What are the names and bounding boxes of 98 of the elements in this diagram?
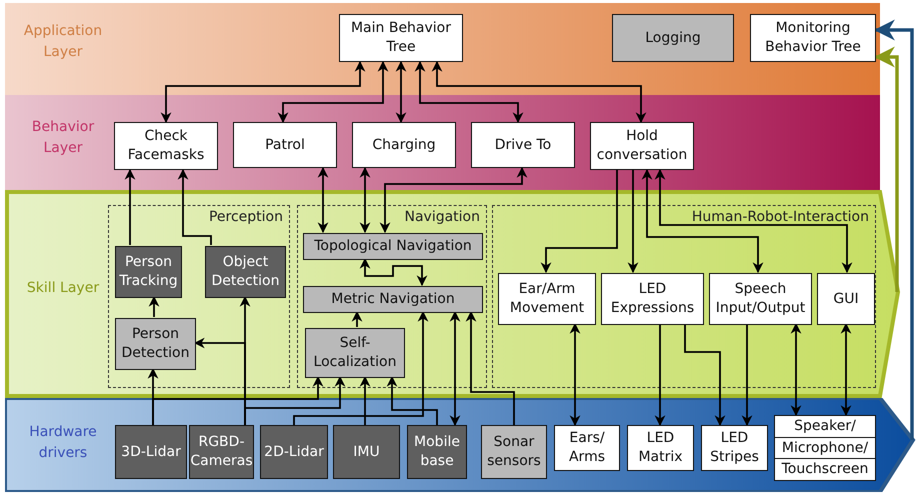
node-label: Person Tracking	[118, 253, 179, 291]
process-box	[774, 415, 876, 481]
process-box	[471, 122, 575, 168]
node-label: Speaker/	[793, 416, 857, 436]
arrow	[360, 166, 370, 234]
dashed-frame	[492, 205, 876, 388]
node-label: Object Detection	[210, 253, 280, 291]
node-label: Monitoring Behavior Tree	[764, 19, 862, 57]
arrow	[540, 170, 618, 274]
layer-label: Hardware drivers	[28, 423, 98, 463]
arrow	[178, 168, 212, 245]
arrow	[466, 310, 515, 425]
process-box	[115, 246, 182, 298]
node-label: Self-Localization	[312, 334, 398, 372]
node-label: Mobile base	[413, 433, 461, 471]
arrow	[160, 60, 366, 124]
node-label: Charging	[372, 136, 436, 154]
node-label: Sonar sensors	[486, 433, 542, 471]
arrow	[352, 310, 362, 327]
node-label: IMU	[353, 442, 380, 462]
process-box	[407, 425, 467, 479]
dashed-frame	[297, 205, 487, 388]
process-box	[701, 425, 768, 471]
node-label: LED Stripes	[709, 429, 760, 467]
node-label: Main Behavior Tree	[350, 19, 452, 57]
process-box	[339, 14, 463, 62]
node-label: Ear/Arm Movement	[508, 280, 586, 318]
process-box	[750, 14, 876, 62]
arrow	[318, 166, 328, 234]
node-label: GUI	[833, 290, 859, 308]
layer-label: Skill Layer	[26, 279, 100, 298]
node-label: Person Detection	[120, 325, 190, 363]
arrow	[684, 324, 726, 426]
arrow	[414, 60, 524, 124]
process-box	[333, 425, 400, 479]
arrow	[124, 168, 136, 245]
process-box	[627, 425, 694, 471]
process-box	[612, 14, 734, 62]
node-label: Check Facemasks	[126, 127, 206, 165]
process-box	[115, 318, 196, 370]
process-box	[352, 122, 456, 168]
arrow	[432, 60, 646, 124]
arrow	[654, 324, 666, 426]
process-box	[481, 425, 547, 479]
process-box	[303, 286, 483, 313]
node-label: 2D-Lidar	[264, 442, 324, 462]
group-title: Human-Robot-Interaction	[692, 209, 869, 225]
node-label: Hold conversation	[596, 127, 688, 165]
node-label: Speech Input/Output	[714, 280, 806, 318]
node-label: Topological Navigation	[314, 237, 472, 256]
node-label: Ears/ Arms	[568, 429, 606, 467]
node-label: Drive To	[494, 136, 552, 154]
arrow	[396, 60, 406, 124]
process-box	[233, 122, 337, 168]
arrow	[148, 296, 160, 317]
process-box	[709, 273, 812, 325]
node-label: Metric Navigation	[331, 290, 455, 309]
arrow	[380, 166, 528, 234]
process-box	[498, 273, 596, 325]
arrow	[654, 168, 852, 274]
arrow	[628, 170, 638, 274]
process-box	[817, 273, 875, 325]
process-box	[260, 425, 328, 479]
node-label: Patrol	[265, 136, 305, 154]
layer-label: Application Layer	[22, 22, 104, 62]
node-label: Touchscreen	[775, 458, 875, 480]
group-title: Perception	[208, 209, 283, 225]
group-title: Navigation	[404, 209, 480, 225]
layer-label: Behavior Layer	[30, 118, 96, 158]
node-label: RGBD-Cameras	[190, 433, 253, 471]
arrow	[293, 310, 428, 425]
process-box	[554, 425, 620, 471]
arrow	[642, 168, 764, 274]
process-box	[114, 122, 218, 170]
arrow	[386, 376, 438, 425]
node-label: Microphone/	[775, 436, 875, 458]
arrow	[360, 376, 370, 425]
arrow	[790, 322, 802, 416]
arrow	[360, 258, 428, 286]
node-label: Logging	[645, 28, 701, 48]
node-label: LED Expressions	[610, 280, 696, 318]
process-box	[303, 233, 483, 260]
process-box	[115, 425, 187, 479]
process-box	[590, 122, 694, 170]
node-label: LED Matrix	[637, 429, 684, 467]
arrow	[450, 310, 460, 426]
arrow	[570, 322, 580, 426]
process-box	[305, 328, 405, 378]
dashed-frame	[108, 205, 290, 388]
process-box	[189, 425, 254, 479]
process-box	[205, 246, 286, 298]
arrow	[152, 376, 324, 425]
arrow	[244, 376, 346, 425]
arrow	[840, 322, 852, 416]
arrow	[742, 324, 752, 426]
node-label: 3D-Lidar	[121, 442, 181, 462]
process-box	[601, 273, 704, 325]
arrow	[278, 60, 388, 124]
